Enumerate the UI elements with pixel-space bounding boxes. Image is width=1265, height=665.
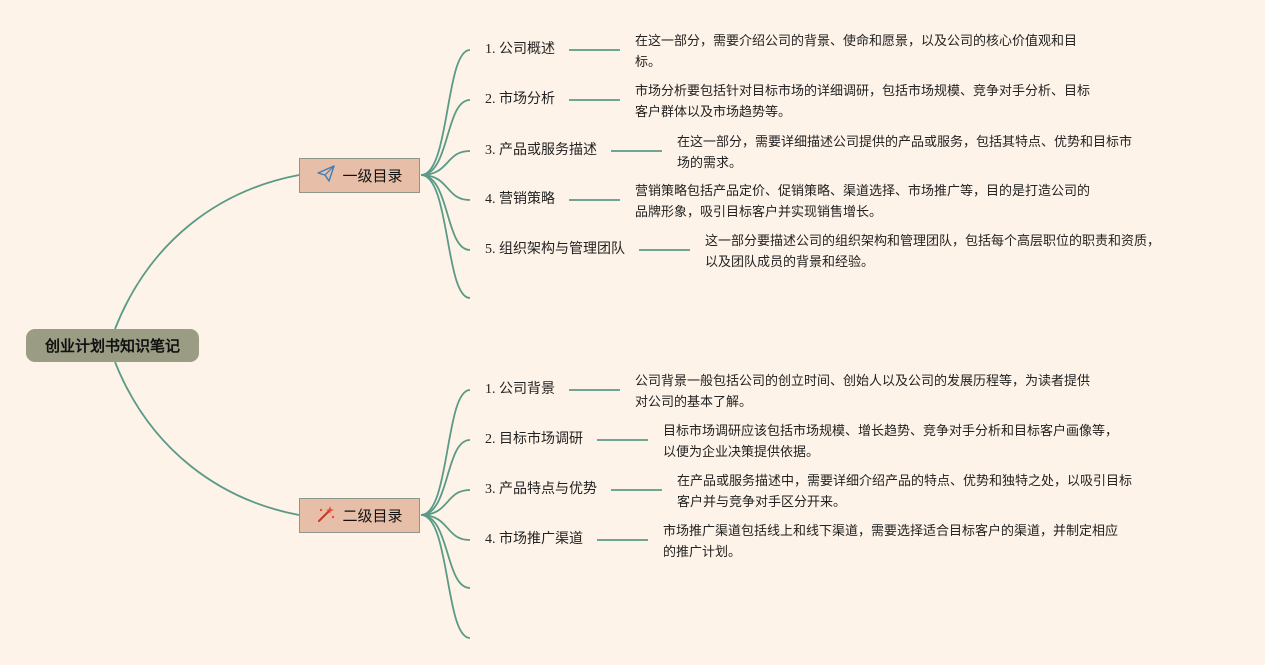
description-line: 以及团队成员的背景和经验。 [705,255,875,270]
description-line: 对公司的基本了解。 [635,395,753,410]
description-line: 在产品或服务描述中，需要详细介绍产品的特点、优势和独特之处，以吸引目标 [677,474,1133,489]
description-line: 在这一部分，需要介绍公司的背景、使命和愿景，以及公司的核心价值观和目 [635,34,1078,49]
branch-level-2[interactable]: 二级目录 [299,498,420,533]
connector-branch-1-item-3 [420,150,471,176]
topic-item[interactable]: 4. 市场推广渠道 [485,532,583,547]
topic-description: 在产品或服务描述中，需要详细介绍产品的特点、优势和独特之处，以吸引目标客户并与竞… [677,471,1132,513]
description-line: 市场推广渠道包括线上和线下渠道，需要选择适合目标客户的渠道，并制定相应 [663,524,1119,539]
topic-description: 市场推广渠道包括线上和线下渠道，需要选择适合目标客户的渠道，并制定相应的推广计划… [663,521,1118,563]
topic-item[interactable]: 1. 公司背景 [485,382,555,397]
topic-description: 目标市场调研应该包括市场规模、增长趋势、竞争对手分析和目标客户画像等， 以便为企业… [663,421,1118,463]
topic-description: 市场分析要包括针对目标市场的详细调研，包括市场规模、竞争对手分析、目标客户群体以… [635,81,1090,123]
connector-branch-2-item-5 [420,514,471,589]
connector-branch-1-item-2 [420,99,471,176]
paper-plane-icon [316,164,336,188]
connector-branch-1-item-5 [420,174,471,251]
root-topic-label: 创业计划书知识笔记 [44,337,180,355]
description-line: 以便为企业决策提供依据。 [663,445,820,460]
topic-item[interactable]: 4. 营销策略 [485,192,555,207]
topic-item[interactable]: 1. 公司概述 [485,42,555,57]
description-line: 品牌形象，吸引目标客户并实现销售增长。 [635,205,883,220]
topic-description: 在这一部分，需要详细描述公司提供的产品或服务，包括其特点、优势和目标市场的需求。 [677,132,1132,174]
description-line: 市场分析要包括针对目标市场的详细调研，包括市场规模、竞争对手分析、目标 [635,84,1091,99]
connector-branch-1-item-4 [420,174,471,201]
topic-item[interactable]: 2. 市场分析 [485,92,555,107]
connector-root-branch-1 [114,174,300,330]
connector-branch-2-item-4 [420,514,471,541]
description-line: 标。 [635,55,662,70]
connector-branch-2-item-1 [420,389,471,516]
connector-branch-1-item-1 [420,49,471,176]
topic-description: 这一部分要描述公司的组织架构和管理团队，包括每个高层职位的职责和资质， 以及团队成… [705,231,1160,273]
magic-wand-icon [316,504,336,528]
connector-branch-2-item-6 [420,514,471,639]
description-line: 在这一部分，需要详细描述公司提供的产品或服务，包括其特点、优势和目标市 [677,135,1133,150]
description-line: 场的需求。 [677,156,743,171]
description-line: 的推广计划。 [663,545,742,560]
connector-branch-1-item-6 [420,174,471,299]
connector-branch-2-item-2 [420,439,471,516]
topic-item[interactable]: 5. 组织架构与管理团队 [485,242,625,257]
root-topic[interactable]: 创业计划书知识笔记 [26,329,199,362]
topic-item[interactable]: 2. 目标市场调研 [485,432,583,447]
connector-root-branch-2 [114,361,300,516]
topic-description: 公司背景一般包括公司的创立时间、创始人以及公司的发展历程等，为读者提供对公司的基… [635,371,1090,413]
description-line: 这一部分要描述公司的组织架构和管理团队，包括每个高层职位的职责和资质， [705,234,1161,249]
topic-description: 在这一部分，需要介绍公司的背景、使命和愿景，以及公司的核心价值观和目标。 [635,31,1077,73]
description-line: 目标市场调研应该包括市场规模、增长趋势、竞争对手分析和目标客户画像等， [663,424,1119,439]
branch-level-1-label: 一级目录 [342,167,403,185]
topic-description: 营销策略包括产品定价、促销策略、渠道选择、市场推广等，目的是打造公司的品牌形象，… [635,181,1090,223]
description-line: 公司背景一般包括公司的创立时间、创始人以及公司的发展历程等，为读者提供 [635,374,1091,389]
topic-item[interactable]: 3. 产品或服务描述 [485,143,597,158]
description-line: 营销策略包括产品定价、促销策略、渠道选择、市场推广等，目的是打造公司的 [635,184,1091,199]
branch-level-2-label: 二级目录 [342,507,403,525]
description-line: 客户群体以及市场趋势等。 [635,105,792,120]
description-line: 客户并与竞争对手区分开来。 [677,495,847,510]
topic-item[interactable]: 3. 产品特点与优势 [485,482,597,497]
branch-level-1[interactable]: 一级目录 [299,158,420,193]
connector-branch-2-item-3 [420,489,471,516]
